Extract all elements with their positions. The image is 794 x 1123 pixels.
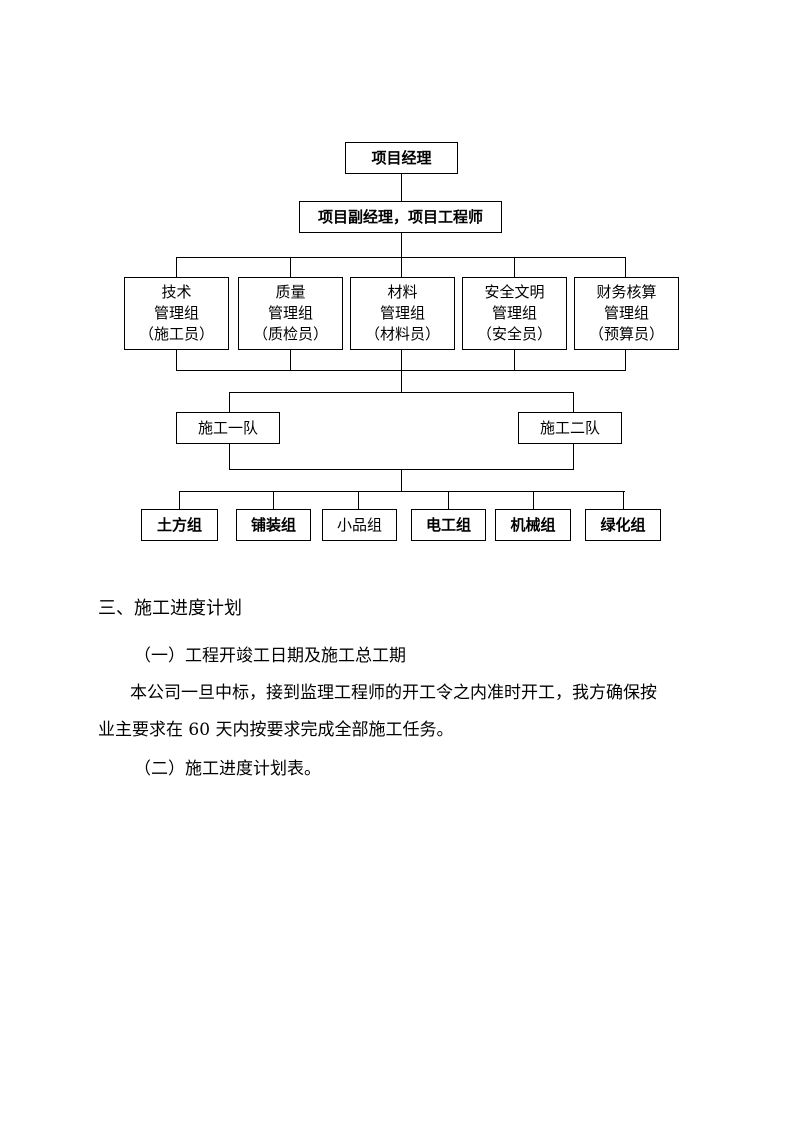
connector — [625, 349, 626, 370]
crew-box-features: 小品组 — [322, 509, 397, 541]
connector — [401, 349, 402, 370]
connector — [573, 443, 574, 469]
connector — [179, 491, 180, 509]
group-line3: （质检员） — [252, 325, 328, 343]
connector — [625, 257, 626, 277]
connector — [533, 491, 534, 509]
group-line3: （材料员） — [364, 325, 440, 343]
crew-box-electrical: 电工组 — [411, 509, 486, 541]
connector — [623, 491, 624, 509]
connector — [290, 349, 291, 370]
paragraph-line-1: 本公司一旦中标，接到监理工程师的开工令之内准时开工，我方确保按 — [130, 683, 657, 703]
group-box-materials: 材料管理组 （材料员） — [350, 277, 455, 350]
connector — [229, 392, 230, 412]
connector — [401, 173, 402, 201]
crew-box-paving: 铺装组 — [236, 509, 311, 541]
section-title: 三、施工进度计划 — [98, 598, 242, 619]
group-box-safety: 安全文明管理组 （安全员） — [462, 277, 567, 350]
connector — [401, 233, 402, 257]
connector — [514, 349, 515, 370]
group-line1: 安全文明 — [484, 283, 545, 301]
group-box-quality: 质量管理组 （质检员） — [238, 277, 343, 350]
subsection-title-2: （二）施工进度计划表。 — [134, 759, 321, 779]
group-box-technical: 技术管理组 （施工员） — [124, 277, 229, 350]
connector — [229, 443, 230, 469]
team-box-one: 施工一队 — [176, 412, 280, 444]
group-line1: 材料 — [387, 283, 418, 301]
group-line1: 技术 — [161, 283, 192, 301]
group-line1: 质量 — [275, 283, 306, 301]
connector — [401, 469, 402, 491]
connector — [358, 491, 359, 509]
connector — [229, 392, 574, 393]
paragraph-line-2: 业主要求在 60 天内按要求完成全部施工任务。 — [98, 720, 454, 740]
team-box-two: 施工二队 — [518, 412, 622, 444]
crew-box-greening: 绿化组 — [585, 509, 661, 541]
group-line3: （预算员） — [588, 325, 664, 343]
connector — [401, 370, 402, 392]
deputy-box: 项目副经理，项目工程师 — [299, 201, 502, 233]
group-line2: 管理组 — [153, 304, 199, 322]
connector — [290, 257, 291, 277]
subsection-title-1: （一）工程开竣工日期及施工总工期 — [134, 646, 406, 666]
crew-box-earthwork: 土方组 — [141, 509, 218, 541]
group-line2: 管理组 — [267, 304, 313, 322]
connector — [573, 392, 574, 412]
crew-box-machinery: 机械组 — [495, 509, 571, 541]
connector — [448, 491, 449, 509]
group-line1: 财务核算 — [596, 283, 657, 301]
org-chart: 项目经理 项目副经理，项目工程师 技术管理组 （施工员） 质量管理组 （质检员） 材… — [0, 0, 794, 560]
connector — [514, 257, 515, 277]
group-line3: （安全员） — [476, 325, 552, 343]
connector — [273, 491, 274, 509]
connector — [401, 257, 402, 277]
group-line2: 管理组 — [603, 304, 649, 322]
connector — [176, 349, 177, 370]
group-line2: 管理组 — [491, 304, 537, 322]
group-line3: （施工员） — [138, 325, 214, 343]
connector — [176, 257, 177, 277]
group-line2: 管理组 — [379, 304, 425, 322]
manager-box: 项目经理 — [345, 142, 458, 174]
connector — [179, 491, 625, 492]
group-box-finance: 财务核算管理组 （预算员） — [574, 277, 679, 350]
